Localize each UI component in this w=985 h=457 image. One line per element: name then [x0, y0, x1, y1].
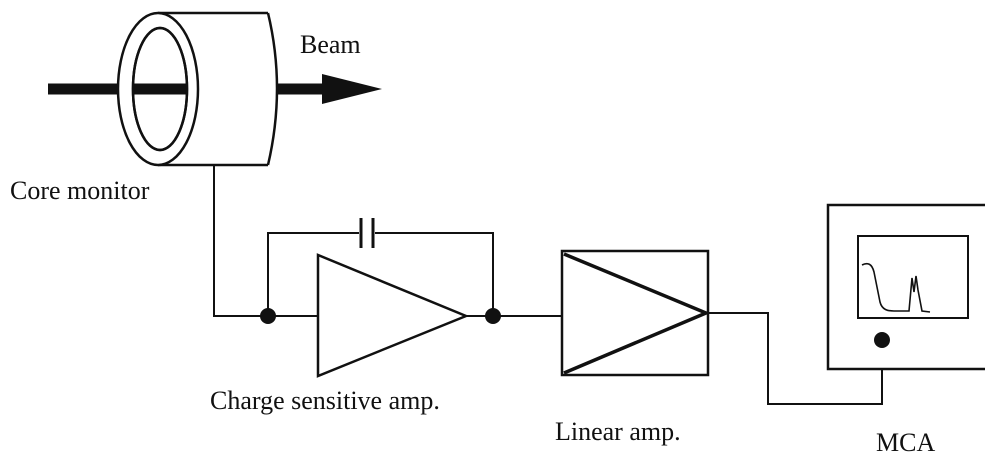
mca-unit [826, 203, 985, 371]
feedback-capacitor [267, 218, 494, 316]
linear-amp-label: Linear amp. [555, 417, 681, 446]
feedback-wire-right [375, 232, 494, 316]
linear-amp [560, 249, 711, 377]
mca-spectrum-trace [861, 262, 931, 313]
feedback-wire-left [267, 232, 359, 316]
core-monitor-label: Core monitor [10, 176, 150, 205]
mca-screen [857, 235, 969, 319]
beam-label: Beam [300, 30, 361, 59]
core-monitor [116, 11, 279, 316]
wire-linear-to-mca [708, 312, 883, 405]
junction-dot-input [260, 308, 276, 324]
charge-amp-label: Charge sensitive amp. [210, 386, 440, 415]
core-monitor-inner-ring-outline [131, 26, 189, 152]
mca-label: MCA [876, 428, 936, 457]
core-monitor-back-edge [266, 12, 279, 166]
beam-arrowhead [322, 74, 382, 104]
charge-amp-triangle [316, 253, 470, 378]
mca-input-connector [874, 332, 890, 348]
linear-amp-triangle [563, 252, 711, 375]
linear-amp-box [560, 249, 710, 377]
